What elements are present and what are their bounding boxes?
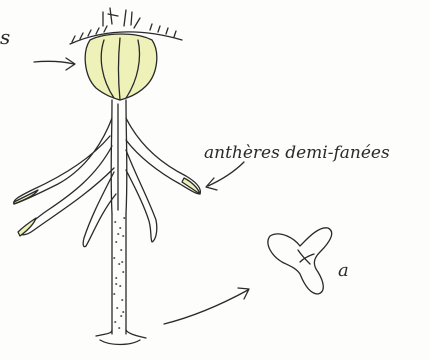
- anthers-left: [14, 118, 116, 247]
- style-tube: [112, 214, 126, 334]
- pollen-grain-detail: [268, 228, 332, 294]
- anthers-right: [126, 118, 200, 242]
- stalk-base: [96, 330, 146, 345]
- anthers-arrow: [206, 162, 244, 190]
- stipple-dots: [114, 218, 125, 328]
- ovary-bulb: [85, 34, 157, 100]
- detail-arrow: [164, 288, 249, 324]
- anthers-label: anthères demi-fanées: [204, 143, 390, 163]
- stigma-rays: [103, 8, 140, 28]
- detail-letter-a: a: [338, 260, 349, 281]
- left-edge-label-fragment: s: [0, 25, 10, 49]
- ovary-arrow: [34, 58, 75, 70]
